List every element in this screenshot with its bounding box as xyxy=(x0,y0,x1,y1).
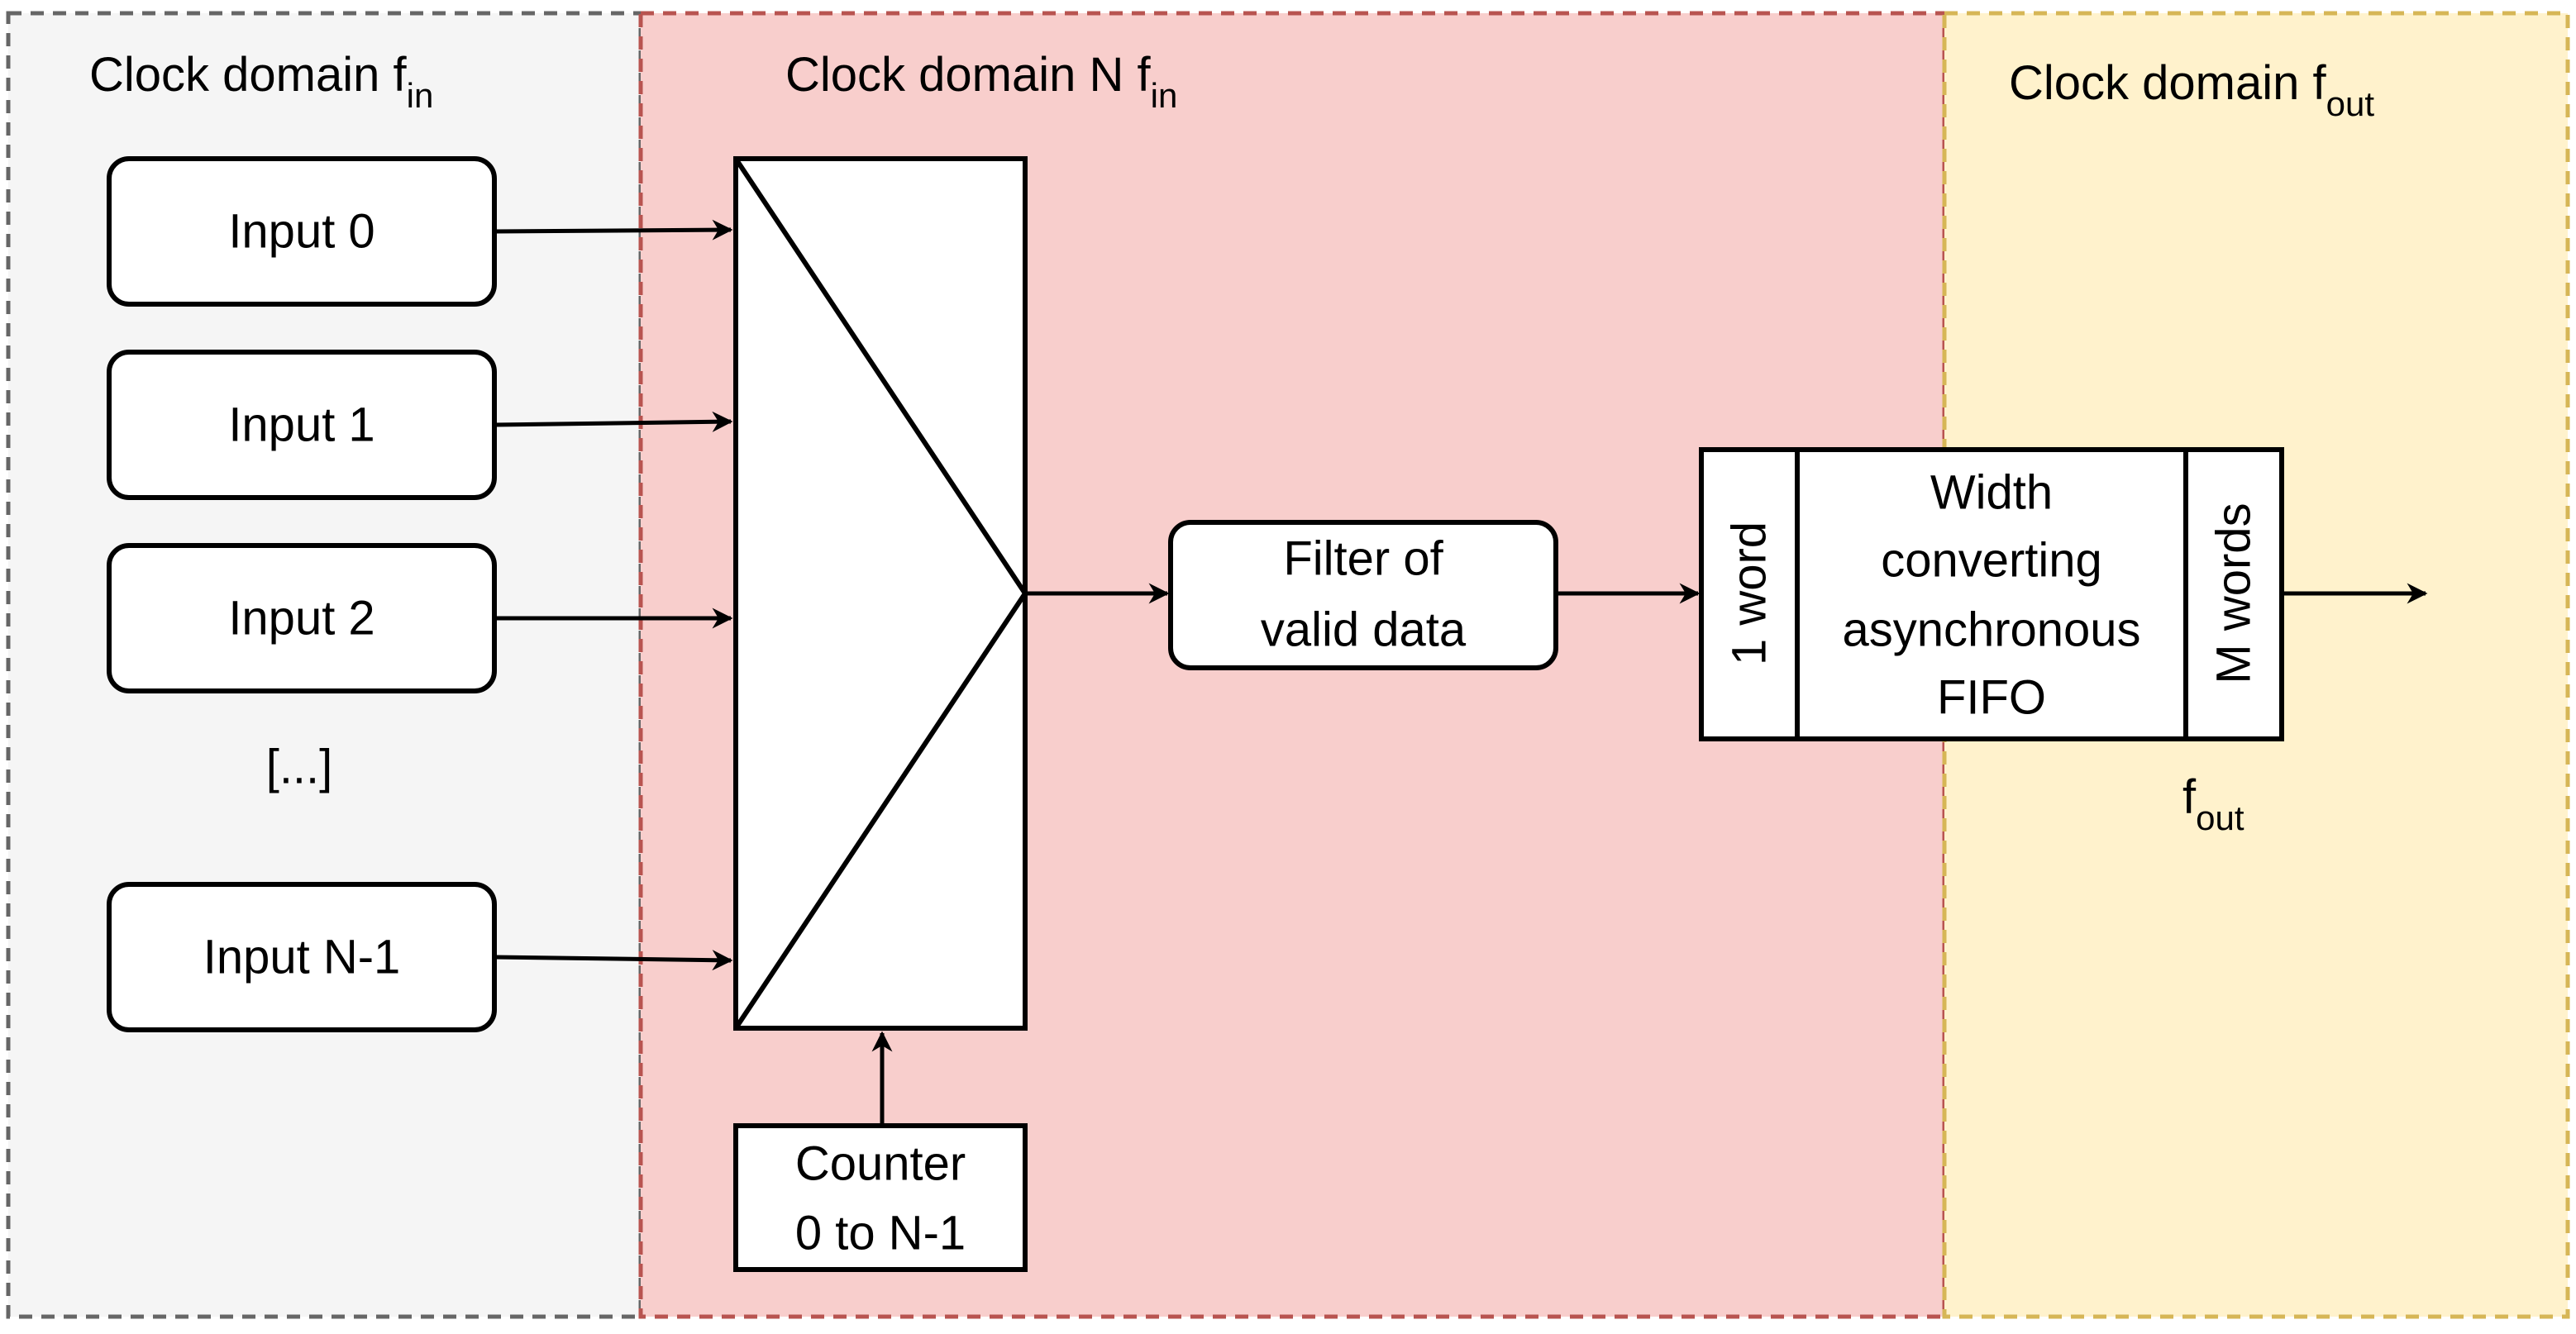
clock-domain-output-title: Clock domain fout xyxy=(2009,56,2374,123)
filter-label-line2: valid data xyxy=(1261,603,1467,657)
counter-label-line2: 0 to N-1 xyxy=(795,1207,966,1260)
clock-domain-input-title: Clock domain fin xyxy=(89,48,433,115)
counter-block: Counter 0 to N-1 xyxy=(733,1123,1028,1272)
arrow-input-n-1-to-mux xyxy=(494,950,733,971)
fifo-title-line4: FIFO xyxy=(1937,671,2046,725)
output-clock-label: fout xyxy=(2182,770,2244,837)
fifo-title-line3: asynchronous xyxy=(1842,603,2140,657)
input-block-0-label: Input 0 xyxy=(228,205,374,259)
fifo-input-width-label: 1 word xyxy=(1723,522,1777,665)
filter-label-line1: Filter of xyxy=(1283,532,1443,586)
counter-label-line1: Counter xyxy=(795,1137,966,1191)
multiplexer xyxy=(733,156,1028,1031)
fifo-title-line1: Width xyxy=(1930,466,2053,520)
input-block-1-label: Input 1 xyxy=(228,398,374,452)
fifo-output-width-label: M words xyxy=(2207,503,2261,684)
input-block-n-1-label: Input N-1 xyxy=(203,931,401,984)
input-block-n-1: Input N-1 xyxy=(107,882,497,1032)
input-block-0: Input 0 xyxy=(107,156,497,307)
inputs-ellipsis: [...] xyxy=(266,741,333,794)
input-block-2-label: Input 2 xyxy=(228,592,374,646)
input-block-2: Input 2 xyxy=(107,543,497,693)
arrow-input-0-to-mux xyxy=(494,219,733,241)
fifo-title-line2: converting xyxy=(1881,534,2102,588)
input-block-1: Input 1 xyxy=(107,350,497,500)
fifo-block: 1 word Width converting asynchronous FIF… xyxy=(1699,447,2284,741)
clock-domain-n-fin-title: Clock domain N fin xyxy=(785,48,1177,115)
arrow-input-1-to-mux xyxy=(494,411,733,432)
filter-block: Filter of valid data xyxy=(1168,520,1558,670)
